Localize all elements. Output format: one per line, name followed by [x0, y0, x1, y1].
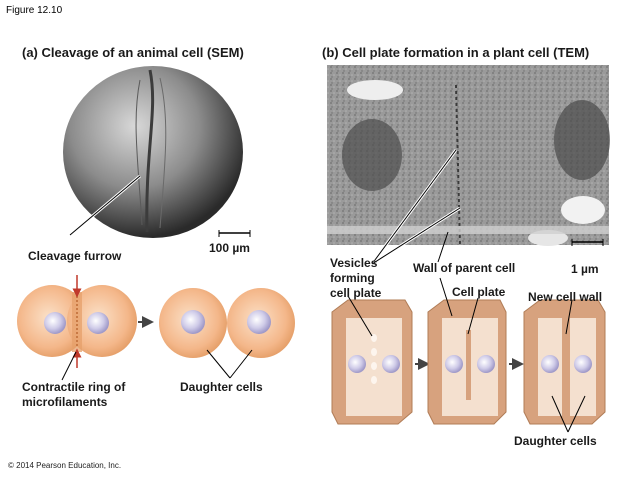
plant-daughter-label: Daughter cells [514, 434, 597, 448]
parent-wall-label: Wall of parent cell [413, 261, 516, 275]
cleavage-furrow-label: Cleavage furrow [28, 249, 122, 263]
scale-label-b: 1 µm [571, 262, 599, 276]
scale-label-a: 100 µm [209, 241, 250, 255]
copyright-notice: © 2014 Pearson Education, Inc. [8, 461, 122, 470]
cell-plate-label: Cell plate [452, 285, 506, 299]
sem-micrograph [32, 64, 251, 238]
panel-b-title: (b) Cell plate formation in a plant cell… [322, 45, 590, 60]
vesicles-label: Vesicles forming cell plate [330, 256, 382, 300]
animal-daughter-cells [159, 288, 295, 358]
plant-cell-vesicles [331, 299, 413, 425]
new-cell-wall-label: New cell wall [528, 290, 603, 304]
panel-a-title: (a) Cleavage of an animal cell (SEM) [22, 45, 244, 60]
plant-cell-plate [427, 299, 507, 425]
tem-micrograph [327, 65, 610, 246]
contractile-ring-label: Contractile ring of microfilaments [22, 380, 126, 409]
scale-bar-a [218, 230, 251, 237]
animal-daughter-label: Daughter cells [180, 380, 263, 394]
figure-label: Figure 12.10 [6, 5, 63, 16]
scale-bar-b [571, 239, 604, 246]
plant-daughter-cells [523, 299, 606, 425]
dividing-animal-cell [17, 285, 137, 357]
